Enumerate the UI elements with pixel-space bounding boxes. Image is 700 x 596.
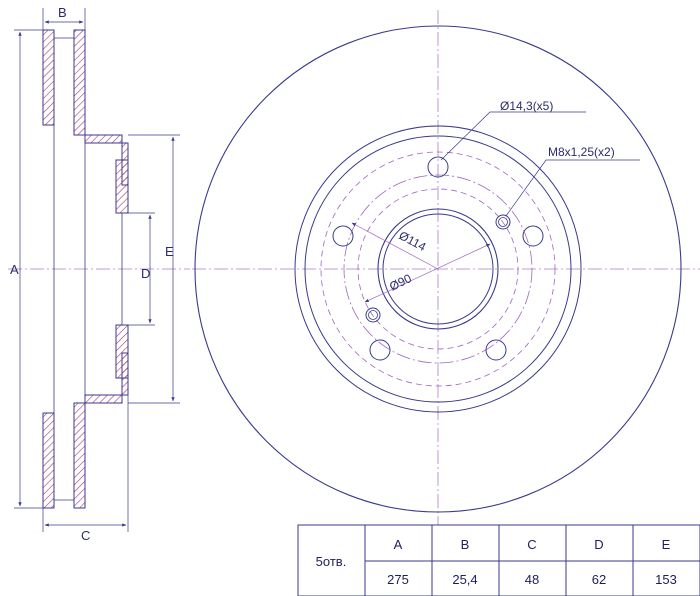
hub-face-top <box>115 159 129 214</box>
spec-col-header: B <box>461 537 470 552</box>
threaded-hole-2-outer <box>365 307 381 323</box>
threaded-hole-leader <box>505 159 640 217</box>
pcd-callout: Ø114 <box>397 228 429 254</box>
dim-a-label: A <box>10 262 19 277</box>
bolt-hole-5 <box>332 225 354 247</box>
hat-inner-edge <box>304 135 572 403</box>
threaded-hole-2-inner <box>368 310 378 320</box>
hat-dashed-circle <box>320 151 556 387</box>
bore-callout: Ø90 <box>387 271 414 294</box>
spec-table-row-header: 5отв. <box>316 554 347 569</box>
spec-col-header: A <box>394 537 403 552</box>
spec-table: 5отв. A B C D E 275 25,4 48 62 153 <box>297 524 700 596</box>
spec-value: 48 <box>525 572 539 587</box>
side-section-view: A B C D E <box>8 5 190 543</box>
threaded-hole-1-inner <box>498 217 508 227</box>
spec-value: 153 <box>655 572 677 587</box>
spec-value: 25,4 <box>452 572 477 587</box>
spec-value: 62 <box>592 572 606 587</box>
bolt-hole-3 <box>485 339 507 361</box>
disc-outer-edge <box>194 25 682 513</box>
spec-col-header: C <box>527 537 536 552</box>
bolt-hole-callout: Ø14,3(x5) <box>500 99 553 113</box>
pcd-circle <box>343 174 533 364</box>
hat-outer-edge <box>294 125 582 413</box>
threaded-hole-1-outer <box>495 214 511 230</box>
bolt-hole-4 <box>369 339 391 361</box>
rotor-inner-plate-bottom <box>42 412 55 509</box>
dim-c-label: C <box>81 528 90 543</box>
spec-col-header: E <box>662 537 671 552</box>
bolt-hole-1 <box>427 156 449 178</box>
rotor-inner-plate-top <box>42 29 55 126</box>
dim-e-label: E <box>165 244 174 259</box>
spec-col-header: D <box>594 537 603 552</box>
front-view: Ø14,3(x5) M8x1,25(x2) Ø114 Ø90 <box>192 10 700 525</box>
threaded-hole-dashed-circle <box>357 188 519 350</box>
dim-d-label: D <box>141 266 150 281</box>
rotor-outer-plate-bottom <box>73 402 86 509</box>
dim-b-label: B <box>58 5 67 20</box>
threaded-hole-callout: M8x1,25(x2) <box>548 145 615 159</box>
rotor-outer-plate-top <box>73 29 86 136</box>
bore-diameter-line <box>364 243 491 303</box>
hub-face-bottom <box>115 324 129 379</box>
bolt-hole-leader <box>440 111 586 161</box>
bolt-hole-2 <box>522 225 544 247</box>
spec-value: 275 <box>387 572 409 587</box>
